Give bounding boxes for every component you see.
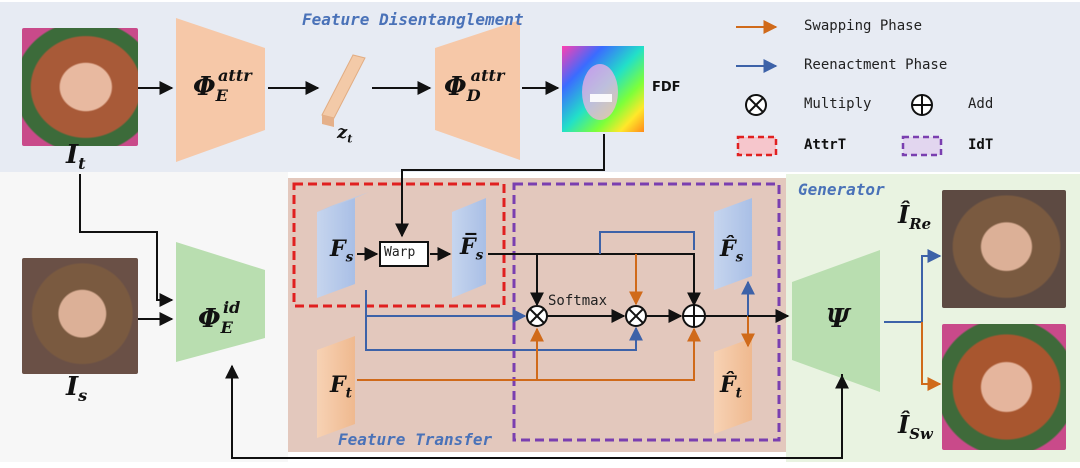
attr-encoder-symbol: ΦEattr — [193, 66, 252, 106]
source-face-image — [22, 258, 138, 374]
attrt-box — [292, 182, 506, 308]
fs-bar-block — [452, 198, 486, 298]
id-encoder-symbol: ΦEid — [198, 298, 241, 338]
legend-idt-box — [901, 135, 943, 157]
fs-bar-symbol: F̅s — [460, 234, 484, 264]
legend-idt-label: IdT — [968, 137, 994, 153]
legend-add-label: Add — [968, 96, 994, 112]
add-operator — [682, 304, 706, 328]
generator-symbol: Ψ — [826, 304, 850, 334]
legend-swapping-label: Swapping Phase — [804, 18, 923, 34]
generator-shape — [792, 250, 880, 392]
attr-decoder-symbol: ΦDattr — [444, 66, 505, 106]
warp-box — [379, 241, 429, 267]
legend-reenactment-label: Reenactment Phase — [804, 57, 948, 73]
source-image-symbol: Is — [66, 372, 88, 406]
latent-zt-symbol: zt — [337, 122, 353, 146]
reenacted-face-image — [942, 190, 1066, 308]
legend-attrt-label: AttrT — [804, 137, 847, 153]
legend-multiply-label: Multiply — [804, 96, 872, 112]
multiply-operator-1 — [526, 305, 548, 327]
fs-symbol: Fs — [330, 236, 354, 266]
swapped-output-symbol: ÎSw — [898, 410, 933, 443]
latent-zt-side — [322, 115, 334, 127]
feature-disentanglement-title: Feature Disentanglement — [302, 10, 524, 29]
fs-hat-block — [714, 198, 752, 290]
ft-block — [317, 336, 355, 438]
swapped-face-image — [942, 324, 1066, 450]
ft-hat-symbol: F̂t — [720, 372, 742, 402]
legend-attrt-box — [736, 135, 778, 157]
attr-decoder-shape — [435, 20, 520, 160]
legend-multiply-icon — [745, 94, 767, 116]
reenacted-output-symbol: ÎRe — [898, 200, 932, 233]
fs-block — [317, 192, 369, 298]
softmax-label: Softmax — [548, 293, 608, 309]
ft-hat-block — [714, 338, 752, 434]
target-image-symbol: It — [66, 140, 86, 174]
attr-encoder-shape — [176, 18, 265, 162]
target-face-image — [22, 28, 138, 146]
fdf-label: FDF — [652, 80, 681, 95]
id-encoder-shape — [176, 242, 265, 362]
warp-label: Warp — [384, 245, 416, 260]
fs-hat-symbol: F̂s — [720, 236, 744, 266]
multiply-operator-2 — [625, 305, 647, 327]
feature-transfer-title: Feature Transfer — [338, 430, 493, 449]
generator-title: Generator — [798, 180, 885, 199]
legend-add-icon — [911, 94, 933, 116]
ft-symbol: Ft — [330, 372, 352, 402]
